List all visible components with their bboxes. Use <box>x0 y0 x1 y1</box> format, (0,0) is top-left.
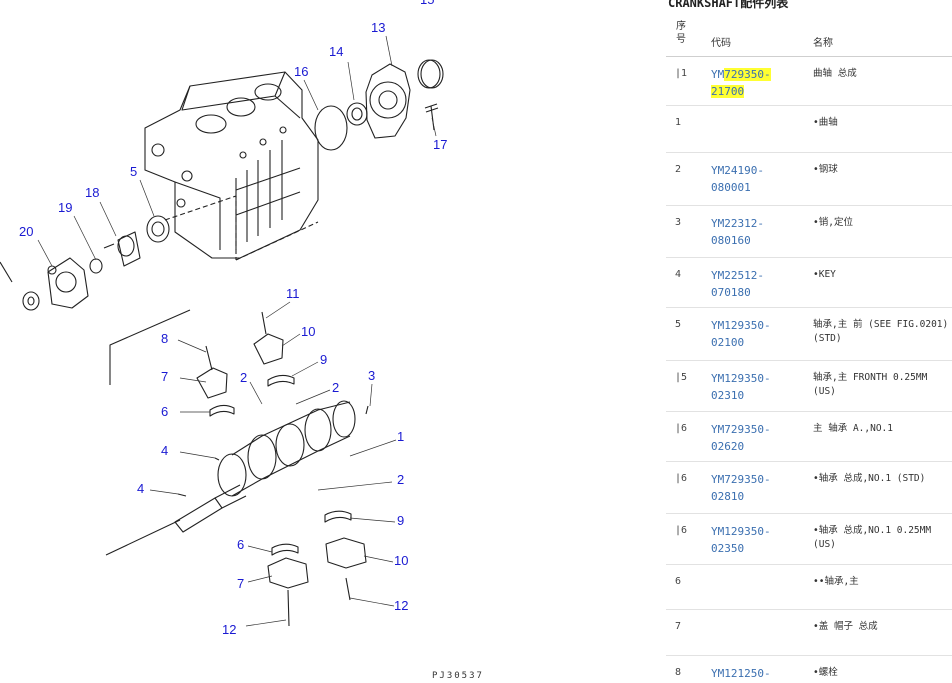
column-header-name: 名称 <box>813 38 833 49</box>
callout-9: 9 <box>320 352 327 367</box>
callout-15: 15 <box>420 0 434 7</box>
row-num: |1 <box>675 68 688 79</box>
part-code-link[interactable]: YM24190-080001 <box>711 164 764 194</box>
table-row: 2 YM24190-080001 •钢球 <box>666 153 952 206</box>
part-code-link[interactable]: YM729350-02620 <box>711 423 771 453</box>
leader-lines <box>37 35 437 627</box>
part-name: •销,定位 <box>813 217 853 228</box>
table-row: |6 YM729350-02810 •轴承 总成,NO.1 (STD) <box>666 462 952 514</box>
table-row: 4 YM22512-070180 •KEY <box>666 258 952 308</box>
callout-11: 11 <box>286 286 300 301</box>
crankshaft-diagram-svg: 13 15 14 16 17 5 18 19 20 11 10 8 9 7 2 … <box>0 0 484 681</box>
table-row: 6 ••轴承,主 <box>666 565 952 610</box>
table-row: 8 YM121250- •螺栓 <box>666 656 952 683</box>
part-name: ••轴承,主 <box>813 576 859 587</box>
callout-2: 2 <box>332 380 339 395</box>
callout-2: 2 <box>240 370 247 385</box>
callout-2: 2 <box>397 472 404 487</box>
callout-13: 13 <box>371 20 385 35</box>
row-num: |5 <box>675 372 688 383</box>
callout-20: 20 <box>19 224 33 239</box>
table-row: |5 YM129350-02310 轴承,主 FRONTH 0.25MM (US… <box>666 361 952 412</box>
part-name: •轴承 总成,NO.1 (STD) <box>813 473 926 484</box>
part-code-link[interactable]: YM129350-02100 <box>711 319 771 349</box>
callout-9: 9 <box>397 513 404 528</box>
callout-12: 12 <box>394 598 408 613</box>
part-code-link[interactable]: YM729350-21700 <box>711 66 803 100</box>
rear-parts <box>314 59 444 151</box>
row-num: 3 <box>675 217 682 228</box>
callout-5: 5 <box>130 164 137 179</box>
callout-14: 14 <box>329 44 343 59</box>
row-num: |6 <box>675 525 688 536</box>
part-code-link[interactable]: YM129350-02350 <box>711 525 771 555</box>
table-row: |6 YM129350-02350 •轴承 总成,NO.1 0.25MM (US… <box>666 514 952 565</box>
frame-lines <box>105 309 191 556</box>
callout-3: 3 <box>368 368 375 383</box>
callout-6: 6 <box>161 404 168 419</box>
callout-12: 12 <box>222 622 236 637</box>
drawing-code: PJ30537 <box>432 671 484 681</box>
part-name: 曲轴 总成 <box>813 68 857 79</box>
table-row: 7 •盖 帽子 总成 <box>666 610 952 656</box>
row-num: 8 <box>675 667 682 678</box>
callout-19: 19 <box>58 200 72 215</box>
part-name: •螺栓 <box>813 667 838 678</box>
callout-6: 6 <box>237 537 244 552</box>
column-header-code: 代码 <box>711 38 731 49</box>
parts-table: CRANKSHAFT配件列表 序号 代码 名称 |1 YM729350-2170… <box>666 0 952 683</box>
bearings-and-caps <box>177 311 369 627</box>
part-name: •KEY <box>813 269 836 280</box>
parts-table-title: CRANKSHAFT配件列表 <box>668 0 789 10</box>
callout-10: 10 <box>301 324 315 339</box>
callout-7: 7 <box>237 576 244 591</box>
part-code-link[interactable]: YM22312-080160 <box>711 217 764 247</box>
row-num: |6 <box>675 423 688 434</box>
table-row: 1 •曲轴 <box>666 106 952 153</box>
crankshaft <box>174 400 356 533</box>
callout-4: 4 <box>137 481 144 496</box>
assembly-centerline <box>164 195 319 261</box>
part-name: •钢球 <box>813 164 838 175</box>
callout-1: 1 <box>397 429 404 444</box>
part-name: 轴承,主 前 (SEE FIG.0201) (STD) <box>813 319 949 344</box>
part-code-link[interactable]: YM729350-02810 <box>711 473 771 503</box>
table-header: 序号 代码 名称 <box>666 14 952 57</box>
row-num: 4 <box>675 269 682 280</box>
part-code-link[interactable]: YM22512-070180 <box>711 269 764 299</box>
table-row: 5 YM129350-02100 轴承,主 前 (SEE FIG.0201) (… <box>666 308 952 361</box>
table-row: |6 YM729350-02620 主 轴承 A.,NO.1 <box>666 412 952 462</box>
table-row: 3 YM22312-080160 •销,定位 <box>666 206 952 258</box>
diagram-linework <box>0 59 444 627</box>
callout-7: 7 <box>161 369 168 384</box>
table-row: |1 YM729350-21700 曲轴 总成 <box>666 57 952 106</box>
column-header-num: 序号 <box>676 21 686 45</box>
row-num: 5 <box>675 319 682 330</box>
row-num: 7 <box>675 621 682 632</box>
callout-18: 18 <box>85 185 99 200</box>
part-name: •曲轴 <box>813 117 838 128</box>
part-name: 主 轴承 A.,NO.1 <box>813 423 893 434</box>
row-num: |6 <box>675 473 688 484</box>
callout-10: 10 <box>394 553 408 568</box>
exploded-parts-diagram: 13 15 14 16 17 5 18 19 20 11 10 8 9 7 2 … <box>0 0 484 681</box>
callout-17: 17 <box>433 137 447 152</box>
part-name: •盖 帽子 总成 <box>813 621 878 632</box>
callout-4: 4 <box>161 443 168 458</box>
part-code-prefix: YM <box>711 68 725 81</box>
part-code-link[interactable]: YM129350-02310 <box>711 372 771 402</box>
part-name: 轴承,主 FRONTH 0.25MM (US) <box>813 372 934 397</box>
row-num: 2 <box>675 164 682 175</box>
front-parts <box>0 215 170 311</box>
callout-16: 16 <box>294 64 308 79</box>
part-name: •轴承 总成,NO.1 0.25MM (US) <box>813 525 937 550</box>
callout-8: 8 <box>161 331 168 346</box>
row-num: 6 <box>675 576 682 587</box>
engine-block <box>144 71 319 259</box>
row-num: 1 <box>675 117 682 128</box>
callout-labels: 13 15 14 16 17 5 18 19 20 11 10 8 9 7 2 … <box>19 0 447 637</box>
part-code-link[interactable]: YM121250- <box>711 667 771 680</box>
